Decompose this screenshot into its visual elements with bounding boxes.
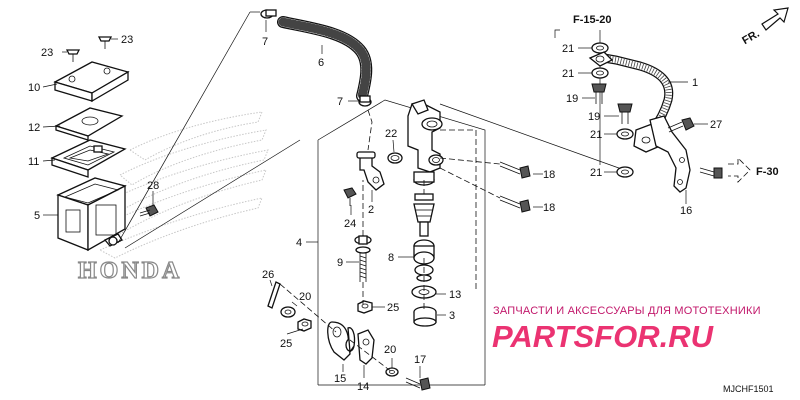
reservoir-diaphragm[interactable] (50, 139, 127, 178)
banjo-bolt-lower[interactable] (617, 103, 633, 124)
callout-21: 21 (590, 129, 602, 141)
callout-5: 5 (34, 210, 40, 222)
reservoir-mount-bolt[interactable] (139, 204, 159, 217)
callout-14: 14 (357, 381, 369, 393)
callout-20: 20 (299, 291, 311, 303)
callout-26: 26 (262, 269, 274, 281)
mount-bolt-upper[interactable] (499, 161, 531, 179)
callout-25: 25 (387, 302, 399, 314)
callout-23: 23 (121, 34, 133, 46)
push-rod[interactable] (354, 235, 372, 282)
callout-25: 25 (280, 338, 292, 350)
reservoir-cap-screw-left[interactable] (65, 49, 81, 62)
callout-19: 19 (566, 93, 578, 105)
callout-7: 7 (262, 36, 268, 48)
pivot-bolt[interactable] (405, 377, 431, 391)
callout-20: 20 (384, 344, 396, 356)
hose-clamp-lower[interactable] (358, 95, 372, 107)
hose-clamp-upper[interactable] (260, 9, 277, 19)
hose-joint[interactable] (356, 151, 385, 191)
reservoir-cap[interactable] (53, 61, 130, 103)
sealing-washer-3[interactable] (616, 128, 634, 140)
callout-23: 23 (41, 47, 53, 59)
callout-16: 16 (680, 205, 692, 217)
callout-24: 24 (344, 218, 356, 230)
callout-labels: 23 23 10 12 11 5 28 7 6 7 22 2 24 4 9 8 … (28, 34, 722, 393)
callout-27: 27 (710, 119, 722, 131)
callout-13: 13 (449, 289, 461, 301)
front-direction-label: FR. (740, 28, 761, 47)
dashed-guides-center (279, 109, 501, 373)
callout-2: 2 (368, 204, 374, 216)
leader-lines-right (578, 47, 708, 204)
clevis-joint[interactable] (357, 329, 375, 365)
callout-22: 22 (385, 128, 397, 140)
callout-18: 18 (543, 169, 555, 181)
rod-lock-nut[interactable] (357, 300, 373, 314)
callout-1: 1 (692, 77, 698, 89)
shop-tagline: ЗАПЧАСТИ И АКСЕССУАРЫ ДЛЯ МОТОТЕХНИКИ (493, 305, 761, 317)
banjo-bolt-upper[interactable] (591, 83, 607, 104)
cylinder-cup[interactable] (413, 306, 437, 327)
callout-21: 21 (590, 167, 602, 179)
callout-18: 18 (543, 202, 555, 214)
joint-screw[interactable] (343, 187, 357, 206)
callout-7: 7 (337, 96, 343, 108)
frame-bolt[interactable] (699, 167, 723, 179)
sealing-washer-4[interactable] (616, 166, 634, 178)
diagram-code: MJCHF1501 (723, 384, 774, 394)
callout-28: 28 (147, 180, 159, 192)
callout-21: 21 (562, 68, 574, 80)
callout-9: 9 (337, 257, 343, 269)
ref-f-30[interactable]: F-30 (756, 166, 779, 178)
f30-arrow (728, 157, 751, 183)
shop-logo: PARTSFOR.RU (492, 319, 715, 354)
callout-15: 15 (334, 373, 346, 385)
ref-f-15-20[interactable]: F-15-20 (573, 14, 612, 26)
leader-lines-left (42, 38, 154, 216)
bracket-bolt[interactable] (667, 117, 695, 133)
reservoir-body[interactable] (56, 177, 127, 252)
front-direction-arrow (761, 7, 789, 31)
callout-21: 21 (562, 43, 574, 55)
joint-o-ring[interactable] (387, 152, 403, 164)
callout-8: 8 (388, 252, 394, 264)
mount-bolt-lower[interactable] (499, 195, 531, 213)
callout-4: 4 (296, 237, 302, 249)
sealing-washer-1[interactable] (591, 42, 609, 54)
callout-10: 10 (28, 82, 40, 94)
honda-wordmark: HONDA (78, 258, 182, 284)
callout-11: 11 (28, 156, 39, 168)
diaphragm-plate[interactable] (54, 107, 124, 141)
reservoir-hose[interactable] (277, 16, 373, 102)
hose-bracket[interactable] (649, 115, 691, 193)
callout-19: 19 (588, 111, 600, 123)
callout-17: 17 (414, 354, 426, 366)
callout-12: 12 (28, 122, 40, 134)
clevis-nut[interactable] (297, 318, 312, 332)
leader-lines-center (265, 20, 543, 378)
guide-lines (117, 11, 301, 249)
cotter-pin[interactable] (267, 281, 281, 309)
master-cylinder-body[interactable] (407, 99, 444, 186)
washer-left[interactable] (280, 306, 296, 318)
callout-3: 3 (449, 310, 455, 322)
honda-wing-watermark (98, 111, 269, 259)
callout-6: 6 (318, 57, 324, 69)
sealing-washer-2[interactable] (591, 67, 609, 79)
push-rod-clevis[interactable] (327, 321, 356, 361)
reservoir-cap-screw-right[interactable] (97, 36, 113, 49)
